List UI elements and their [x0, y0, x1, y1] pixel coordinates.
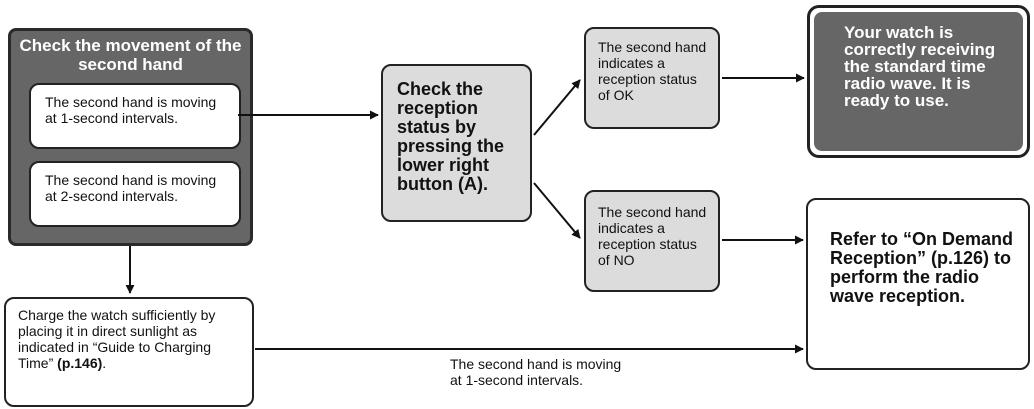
movement-check-box: Check the movement of the second hand Th… [8, 28, 253, 246]
movement-check-title: Check the movement of the second hand [19, 36, 242, 74]
bottom-caption-line-2: at 1-second intervals. [450, 372, 584, 388]
status-ok-box: The second hand indicates a reception st… [584, 27, 720, 129]
ready-text: Your watch is correctly receiving the st… [844, 23, 996, 110]
bottom-caption: The second hand is moving at 1-second in… [450, 356, 621, 388]
arrow-reception-to-ok [533, 79, 581, 136]
refer-box: Refer to “On Demand Reception” (p.126) t… [806, 198, 1030, 370]
ready-inner: Your watch is correctly receiving the st… [814, 12, 1023, 151]
status-no-text: The second hand indicates a reception st… [598, 204, 707, 268]
charge-end: . [102, 355, 107, 371]
movement-option-1: The second hand is moving at 1-second in… [29, 83, 241, 149]
charge-box: Charge the watch sufficiently by placing… [4, 297, 254, 407]
bottom-caption-line-1: The second hand is moving [450, 356, 622, 372]
charge-text: Charge the watch sufficiently by placing… [18, 307, 216, 371]
refer-text: Refer to “On Demand Reception” (p.126) t… [830, 229, 1014, 306]
movement-option-2-text: The second hand is moving at 2-second in… [45, 172, 217, 204]
status-ok-text: The second hand indicates a reception st… [598, 39, 707, 103]
ready-box: Your watch is correctly receiving the st… [807, 5, 1030, 158]
movement-option-1-text: The second hand is moving at 1-second in… [45, 94, 217, 126]
reception-check-box: Check the reception status by pressing t… [381, 64, 532, 222]
reception-check-text: Check the reception status by pressing t… [397, 79, 505, 194]
charge-page-ref: (p.146) [57, 355, 103, 371]
movement-option-2: The second hand is moving at 2-second in… [29, 161, 241, 227]
status-no-box: The second hand indicates a reception st… [584, 190, 720, 292]
arrow-reception-to-no [533, 182, 581, 239]
